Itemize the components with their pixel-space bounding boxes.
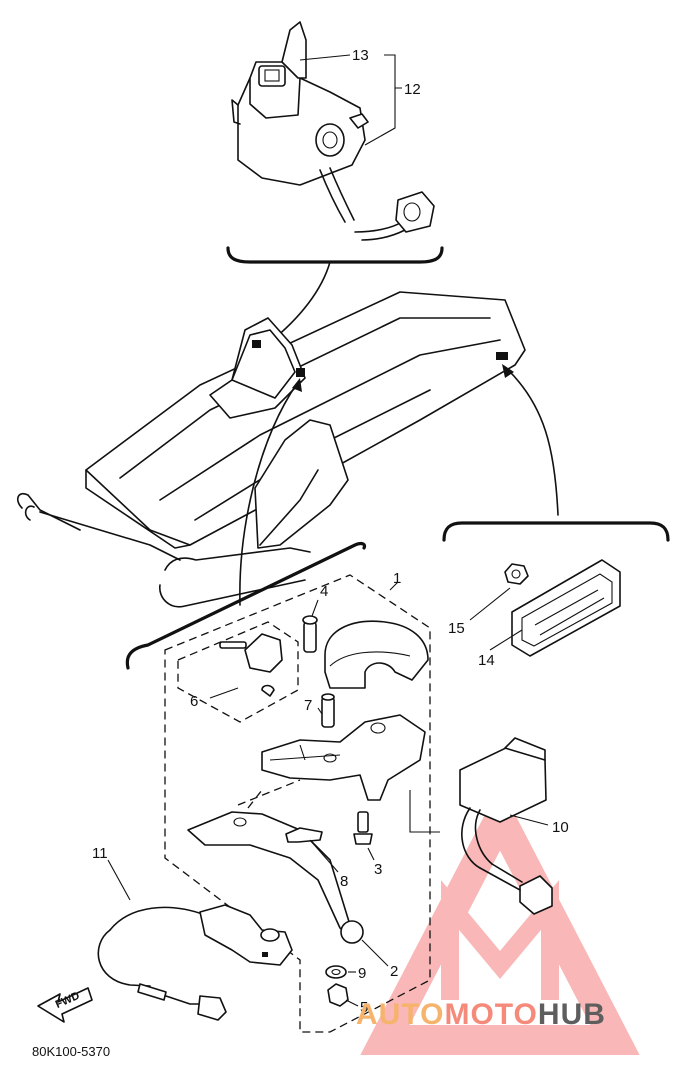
leader-6 xyxy=(209,687,239,699)
watermark-auto: AUTO xyxy=(356,998,444,1031)
washer-9 xyxy=(325,965,347,979)
callout-13: 13 xyxy=(352,47,369,64)
leader-8 xyxy=(309,839,339,873)
pointer-arrowhead-lower xyxy=(292,378,302,392)
leader-14 xyxy=(489,629,523,651)
drawing-code: 80K100-5370 xyxy=(32,1044,110,1059)
switch-cable-11 xyxy=(97,904,293,1021)
leader-11 xyxy=(107,859,131,901)
leader-10 xyxy=(509,814,549,826)
reflector-14 xyxy=(511,559,621,657)
pin-4 xyxy=(302,615,318,653)
callout-4: 4 xyxy=(320,583,328,600)
callout-9: 9 xyxy=(358,965,366,982)
leader-1 xyxy=(389,581,399,591)
forward-arrow-icon: FWD xyxy=(37,987,93,1023)
screw-3 xyxy=(353,811,373,845)
callout-5: 5 xyxy=(360,999,368,1016)
leader-15 xyxy=(469,587,511,621)
assembly-outline-6 xyxy=(177,621,299,723)
leader-3 xyxy=(367,847,375,861)
detail-bracket-lower xyxy=(125,541,367,670)
detail-bracket-right xyxy=(442,521,670,542)
watermark-text: AUTOMOTOHUB xyxy=(356,998,606,1031)
brake-switch-10 xyxy=(459,737,553,915)
nut-15 xyxy=(504,563,529,585)
callout-8: 8 xyxy=(340,873,348,890)
watermark-moto: MOTO xyxy=(444,998,537,1031)
assembly-outline-1 xyxy=(164,574,431,1033)
callout-12-13-leaders xyxy=(299,54,402,146)
lever-cover xyxy=(324,620,429,689)
leader-2 xyxy=(361,939,389,967)
leader-4 xyxy=(311,599,319,617)
leader-7 xyxy=(317,707,323,715)
pointer-arrowhead-right xyxy=(502,364,514,378)
bolt-8 xyxy=(285,827,323,843)
pointer-line-right xyxy=(505,367,559,516)
callout-11: 11 xyxy=(92,845,108,862)
leader-5 xyxy=(345,999,359,1007)
callout-7: 7 xyxy=(304,697,312,714)
callout-14: 14 xyxy=(478,652,495,669)
callout-1: 1 xyxy=(393,570,401,587)
lever-ball-end xyxy=(340,920,364,944)
snowmobile-body xyxy=(16,291,526,608)
switch-housing-assembly xyxy=(231,21,435,241)
collar-7 xyxy=(321,693,335,728)
callout-15: 15 xyxy=(448,620,465,637)
nut-5 xyxy=(327,983,349,1007)
pointer-line-lower xyxy=(239,381,299,606)
callout-2: 2 xyxy=(390,963,398,980)
watermark-triangle xyxy=(360,785,640,1055)
lever-bracket xyxy=(261,714,426,801)
stop-switch-6 xyxy=(219,633,283,697)
callout-3: 3 xyxy=(374,861,382,878)
callout-12: 12 xyxy=(404,81,421,98)
callout-6: 6 xyxy=(190,693,198,710)
watermark-hub: HUB xyxy=(538,998,606,1031)
detail-bracket-top xyxy=(226,246,444,264)
callout-10: 10 xyxy=(552,819,569,836)
